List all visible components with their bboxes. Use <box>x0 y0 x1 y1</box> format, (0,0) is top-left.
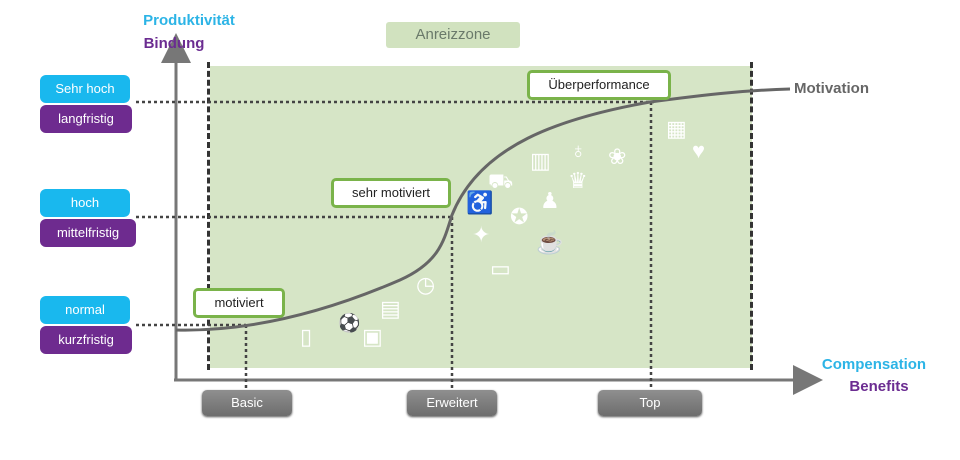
crown-icon: ♛ <box>568 168 588 193</box>
train-icon: ▣ <box>362 324 383 349</box>
fruit-basket-icon: ❀ <box>608 144 627 169</box>
level-very-high: Sehr hoch <box>40 75 130 103</box>
smartphone-icon: ▯ <box>300 324 313 349</box>
laptop-icon: ▭ <box>490 256 511 281</box>
retention-short: kurzfristig <box>40 326 132 354</box>
handshake-icon: ✦ <box>472 222 491 247</box>
y-axis-label-retention: Bindung <box>143 35 205 52</box>
health-icon: ♥ <box>692 138 706 163</box>
x-axis-label-benefits: Benefits <box>849 378 909 395</box>
family-icon: ♟ <box>540 188 560 213</box>
curve-label: Motivation <box>794 80 869 97</box>
food-icon: ☕ <box>536 230 564 255</box>
level-normal: normal <box>40 296 130 324</box>
state-very-motivated: sehr motiviert <box>331 178 451 208</box>
money-icon: ▦ <box>666 116 687 141</box>
sports-icon: ⚽ <box>338 313 361 333</box>
chart-icon: ▥ <box>530 148 551 173</box>
tier-basic-button[interactable]: Basic <box>202 390 292 416</box>
zone-label: Anreizzone <box>386 22 520 48</box>
champagne-icon: ♁ <box>570 138 587 163</box>
medal-icon: ✪ <box>510 204 529 229</box>
accessibility-icon: ♿ <box>466 190 494 215</box>
tier-extended-button[interactable]: Erweitert <box>407 390 497 416</box>
suitcase-icon: ▤ <box>380 296 401 321</box>
car-icon: ⛟ <box>488 171 514 193</box>
state-overperformance: Überperformance <box>527 70 671 100</box>
zone-right-boundary <box>750 62 753 370</box>
tier-top-button[interactable]: Top <box>598 390 702 416</box>
state-motivated: motiviert <box>193 288 285 318</box>
retention-long: langfristig <box>40 105 132 133</box>
retention-medium: mittelfristig <box>40 219 136 247</box>
x-axis-label-compensation: Compensation <box>821 356 927 373</box>
motivation-curve <box>175 87 791 332</box>
level-high: hoch <box>40 189 130 217</box>
stopwatch-icon: ◷ <box>416 272 436 297</box>
y-axis-label-productivity: Produktivität <box>143 12 235 29</box>
